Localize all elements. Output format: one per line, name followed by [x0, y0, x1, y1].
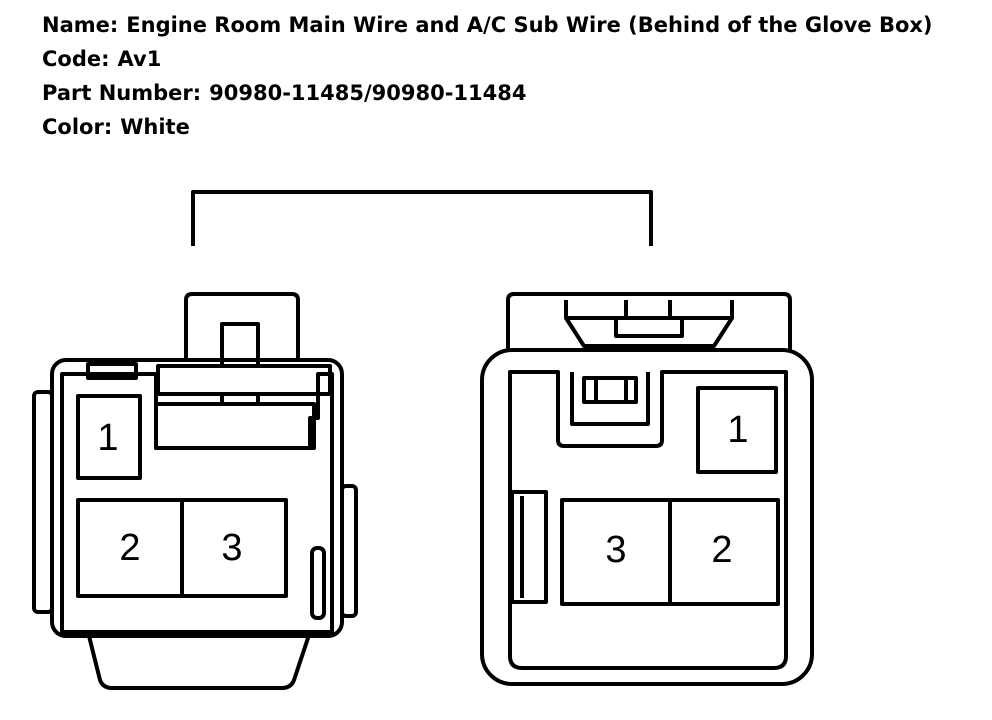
- left-side-rib-left: [32, 390, 54, 614]
- right-latch-top-line: [564, 300, 734, 320]
- left-pin-cell-1: [76, 394, 142, 480]
- right-latch-cavity: [570, 372, 650, 426]
- left-latch-catch: [156, 364, 332, 396]
- left-latch-base: [154, 402, 316, 450]
- left-top-tab: [86, 362, 138, 380]
- color-label: Color:: [42, 115, 113, 139]
- name-value: Engine Room Main Wire and A/C Sub Wire (…: [126, 13, 933, 37]
- mating-bracket: [191, 190, 653, 246]
- code-row: Code: Av1: [42, 42, 933, 76]
- right-pin-label-3: 3: [605, 529, 626, 571]
- name-row: Name: Engine Room Main Wire and A/C Sub W…: [42, 8, 933, 42]
- code-label: Code:: [42, 47, 110, 71]
- right-pin-cell-2: [668, 498, 780, 606]
- left-side-rib-right: [340, 484, 358, 618]
- color-row: Color: White: [42, 110, 933, 144]
- right-pin-label-2: 2: [711, 529, 732, 571]
- left-connector: [32, 292, 358, 690]
- left-connector-inner: [60, 372, 334, 634]
- connector-info: Name: Engine Room Main Wire and A/C Sub W…: [42, 8, 933, 144]
- right-connector: [480, 292, 814, 686]
- right-side-slot: [510, 490, 548, 604]
- left-pin-label-3: 3: [221, 527, 242, 569]
- right-latch-catch: [614, 316, 684, 338]
- right-connector-latch: [506, 292, 792, 350]
- left-pin-cell-3: [180, 498, 288, 598]
- part-number-label: Part Number:: [42, 81, 202, 105]
- right-pin-cell-1: [696, 386, 778, 474]
- right-connector-body: [480, 348, 814, 686]
- left-connector-latch: [184, 292, 300, 360]
- name-label: Name:: [42, 13, 119, 37]
- code-value: Av1: [117, 47, 162, 71]
- right-latch-lock-detail: [594, 378, 628, 400]
- color-value: White: [120, 115, 190, 139]
- right-pin-label-1: 1: [727, 409, 748, 451]
- left-pin-label-2: 2: [119, 527, 140, 569]
- part-number-row: Part Number: 90980-11485/90980-11484: [42, 76, 933, 110]
- left-connector-skirt: [86, 631, 312, 690]
- left-pin-label-1: 1: [97, 417, 118, 459]
- right-connector-inner: [508, 370, 788, 670]
- part-number-value: 90980-11485/90980-11484: [209, 81, 527, 105]
- right-latch-window: [624, 300, 672, 318]
- left-inner-slot: [310, 546, 326, 620]
- right-latch-lock: [582, 376, 638, 404]
- right-latch-notch: [564, 316, 734, 348]
